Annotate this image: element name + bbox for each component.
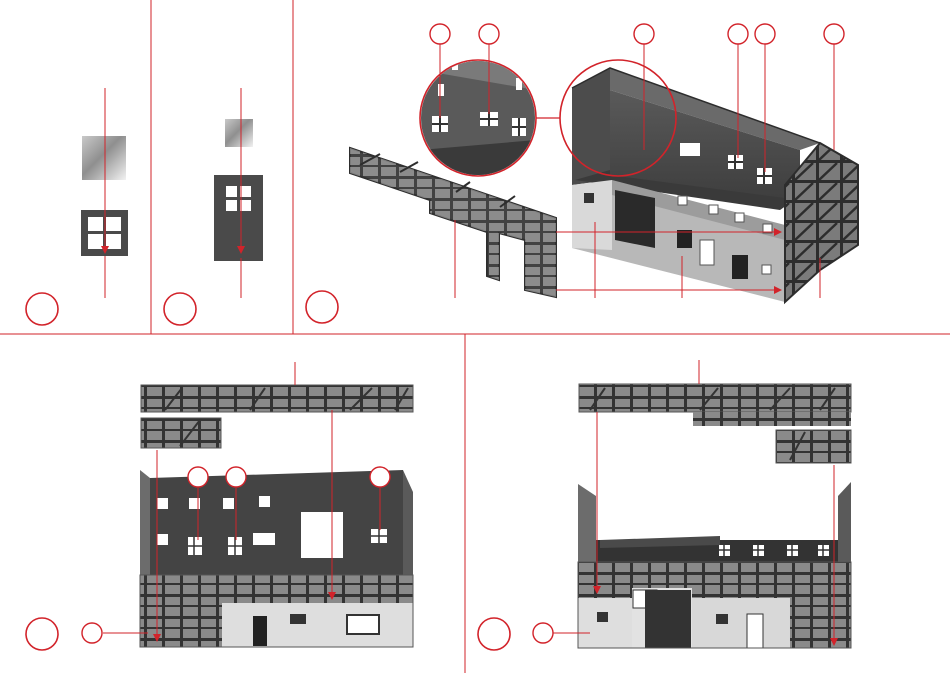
house-model — [578, 482, 851, 648]
timber-frame-part — [141, 385, 413, 448]
panel-door-glazing — [164, 88, 263, 325]
panel-rear-timber-frame — [478, 360, 851, 650]
callout-circle-icon — [824, 24, 844, 44]
callout-circle-icon — [728, 24, 748, 44]
panel-front-timber-frame — [26, 362, 413, 650]
house-model — [572, 68, 858, 302]
house-model — [140, 470, 413, 647]
callout-circle-icon — [479, 24, 499, 44]
panel-interior-walls-and-gable — [306, 24, 858, 323]
timber-frame-part — [579, 384, 851, 463]
step-circle-icon — [26, 293, 58, 325]
callout-circle-icon — [188, 467, 208, 487]
callout-circle-icon — [634, 24, 654, 44]
callout-circle-icon — [370, 467, 390, 487]
callout-circle-icon — [226, 467, 246, 487]
callout-circle-icon — [430, 24, 450, 44]
glass-pane — [82, 136, 126, 180]
callout-circle-icon — [755, 24, 775, 44]
panel-window-glazing — [26, 88, 128, 325]
step-circle-icon — [26, 618, 58, 650]
step-circle-icon — [478, 618, 510, 650]
callout-circle-icon — [533, 623, 553, 643]
callout-circle-icon — [82, 623, 102, 643]
step-circle-icon — [164, 293, 196, 325]
glass-pane — [225, 119, 253, 147]
step-circle-icon — [306, 291, 338, 323]
